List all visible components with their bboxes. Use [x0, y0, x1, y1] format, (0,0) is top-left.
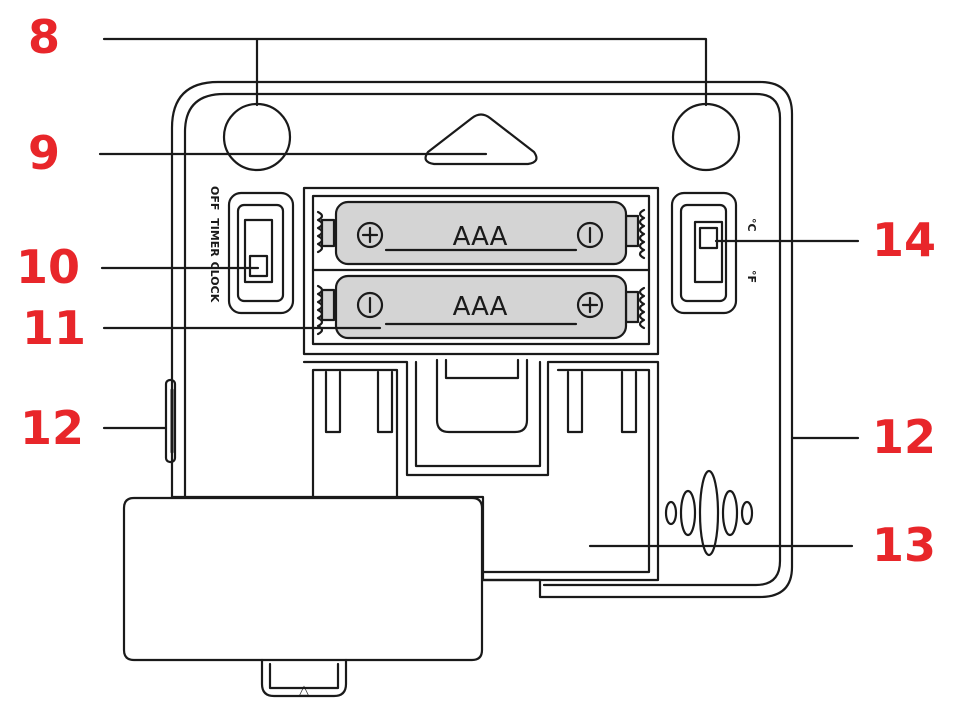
- spring-top-right: [638, 208, 646, 260]
- contact-bottom-left: [320, 288, 336, 322]
- foot-right: [671, 102, 741, 172]
- callout-13: 13: [872, 518, 937, 572]
- callout-14: 14: [872, 213, 937, 267]
- mode-switch-labels: OFF TIMER CLOCK: [208, 186, 221, 303]
- contact-top-left: [320, 218, 336, 248]
- unit-switch-knob: [698, 226, 719, 250]
- clip-right-b: [620, 370, 638, 434]
- battery-cover: [122, 496, 484, 662]
- speaker-slot-left-1: [679, 489, 697, 537]
- unit-switch-frame: [670, 191, 738, 315]
- spring-bottom-left: [316, 284, 324, 336]
- battery-2-label: AAA: [453, 292, 508, 322]
- callout-11: 11: [22, 301, 87, 355]
- foot-left: [222, 102, 292, 172]
- clip-left-b: [376, 370, 394, 434]
- mode-off-label: OFF: [208, 186, 221, 210]
- battery-1-body: [334, 200, 628, 266]
- battery-1-label: AAA: [453, 222, 508, 252]
- speaker-slot-right-1: [721, 489, 739, 537]
- contact-bottom-right: [624, 290, 640, 324]
- battery-2-minus-icon: [356, 291, 384, 319]
- callout-12-right: 12: [872, 410, 937, 464]
- leader-8: [102, 37, 708, 107]
- unit-fahrenheit-label: °F: [745, 270, 758, 283]
- mode-switch-frame: [227, 191, 295, 315]
- callout-8: 8: [28, 10, 61, 64]
- battery-door-outline: [302, 360, 660, 582]
- mode-timer-label: TIMER: [208, 218, 221, 257]
- spring-bottom-right: [638, 286, 646, 330]
- clip-left-a: [324, 370, 342, 434]
- battery-door-tab: [435, 358, 529, 434]
- battery-1-minus-icon: [576, 221, 604, 249]
- callout-12-left: 12: [20, 401, 85, 455]
- device-body-outline: [170, 80, 794, 599]
- battery-compartment-outer: [302, 186, 660, 356]
- callout-10: 10: [16, 240, 81, 294]
- mode-switch-knob: [248, 254, 269, 278]
- battery-2-body: [334, 274, 628, 340]
- battery-door-center: [414, 360, 542, 468]
- unit-switch-track: [693, 220, 724, 284]
- speaker-slot-left-2: [664, 500, 678, 526]
- mode-switch-inner: [236, 203, 285, 303]
- callout-9: 9: [28, 126, 61, 180]
- battery-1-plus-icon: [356, 221, 384, 249]
- unit-celsius-label: °C: [745, 218, 758, 232]
- clip-right-a: [566, 370, 584, 434]
- battery-cover-latch: [260, 658, 348, 698]
- speaker-slot-center: [698, 469, 720, 557]
- speaker-slot-right-2: [740, 500, 754, 526]
- battery-2-plus-icon: [576, 291, 604, 319]
- mode-switch-track: [243, 218, 274, 284]
- mode-clock-label: CLOCK: [208, 262, 221, 303]
- unit-switch-inner: [679, 203, 728, 303]
- contact-top-right: [624, 214, 640, 248]
- svg-text:OFF TIMER CLOCK: OFF TIMER CLOCK: [208, 186, 221, 303]
- battery-door-inner-left: [311, 368, 399, 499]
- device-body-rim: [183, 92, 782, 587]
- hanging-hole: [424, 113, 538, 166]
- side-button-left: [164, 378, 177, 464]
- cover-arrow-icon: △: [299, 683, 309, 698]
- battery-door-inner-right: [481, 368, 651, 574]
